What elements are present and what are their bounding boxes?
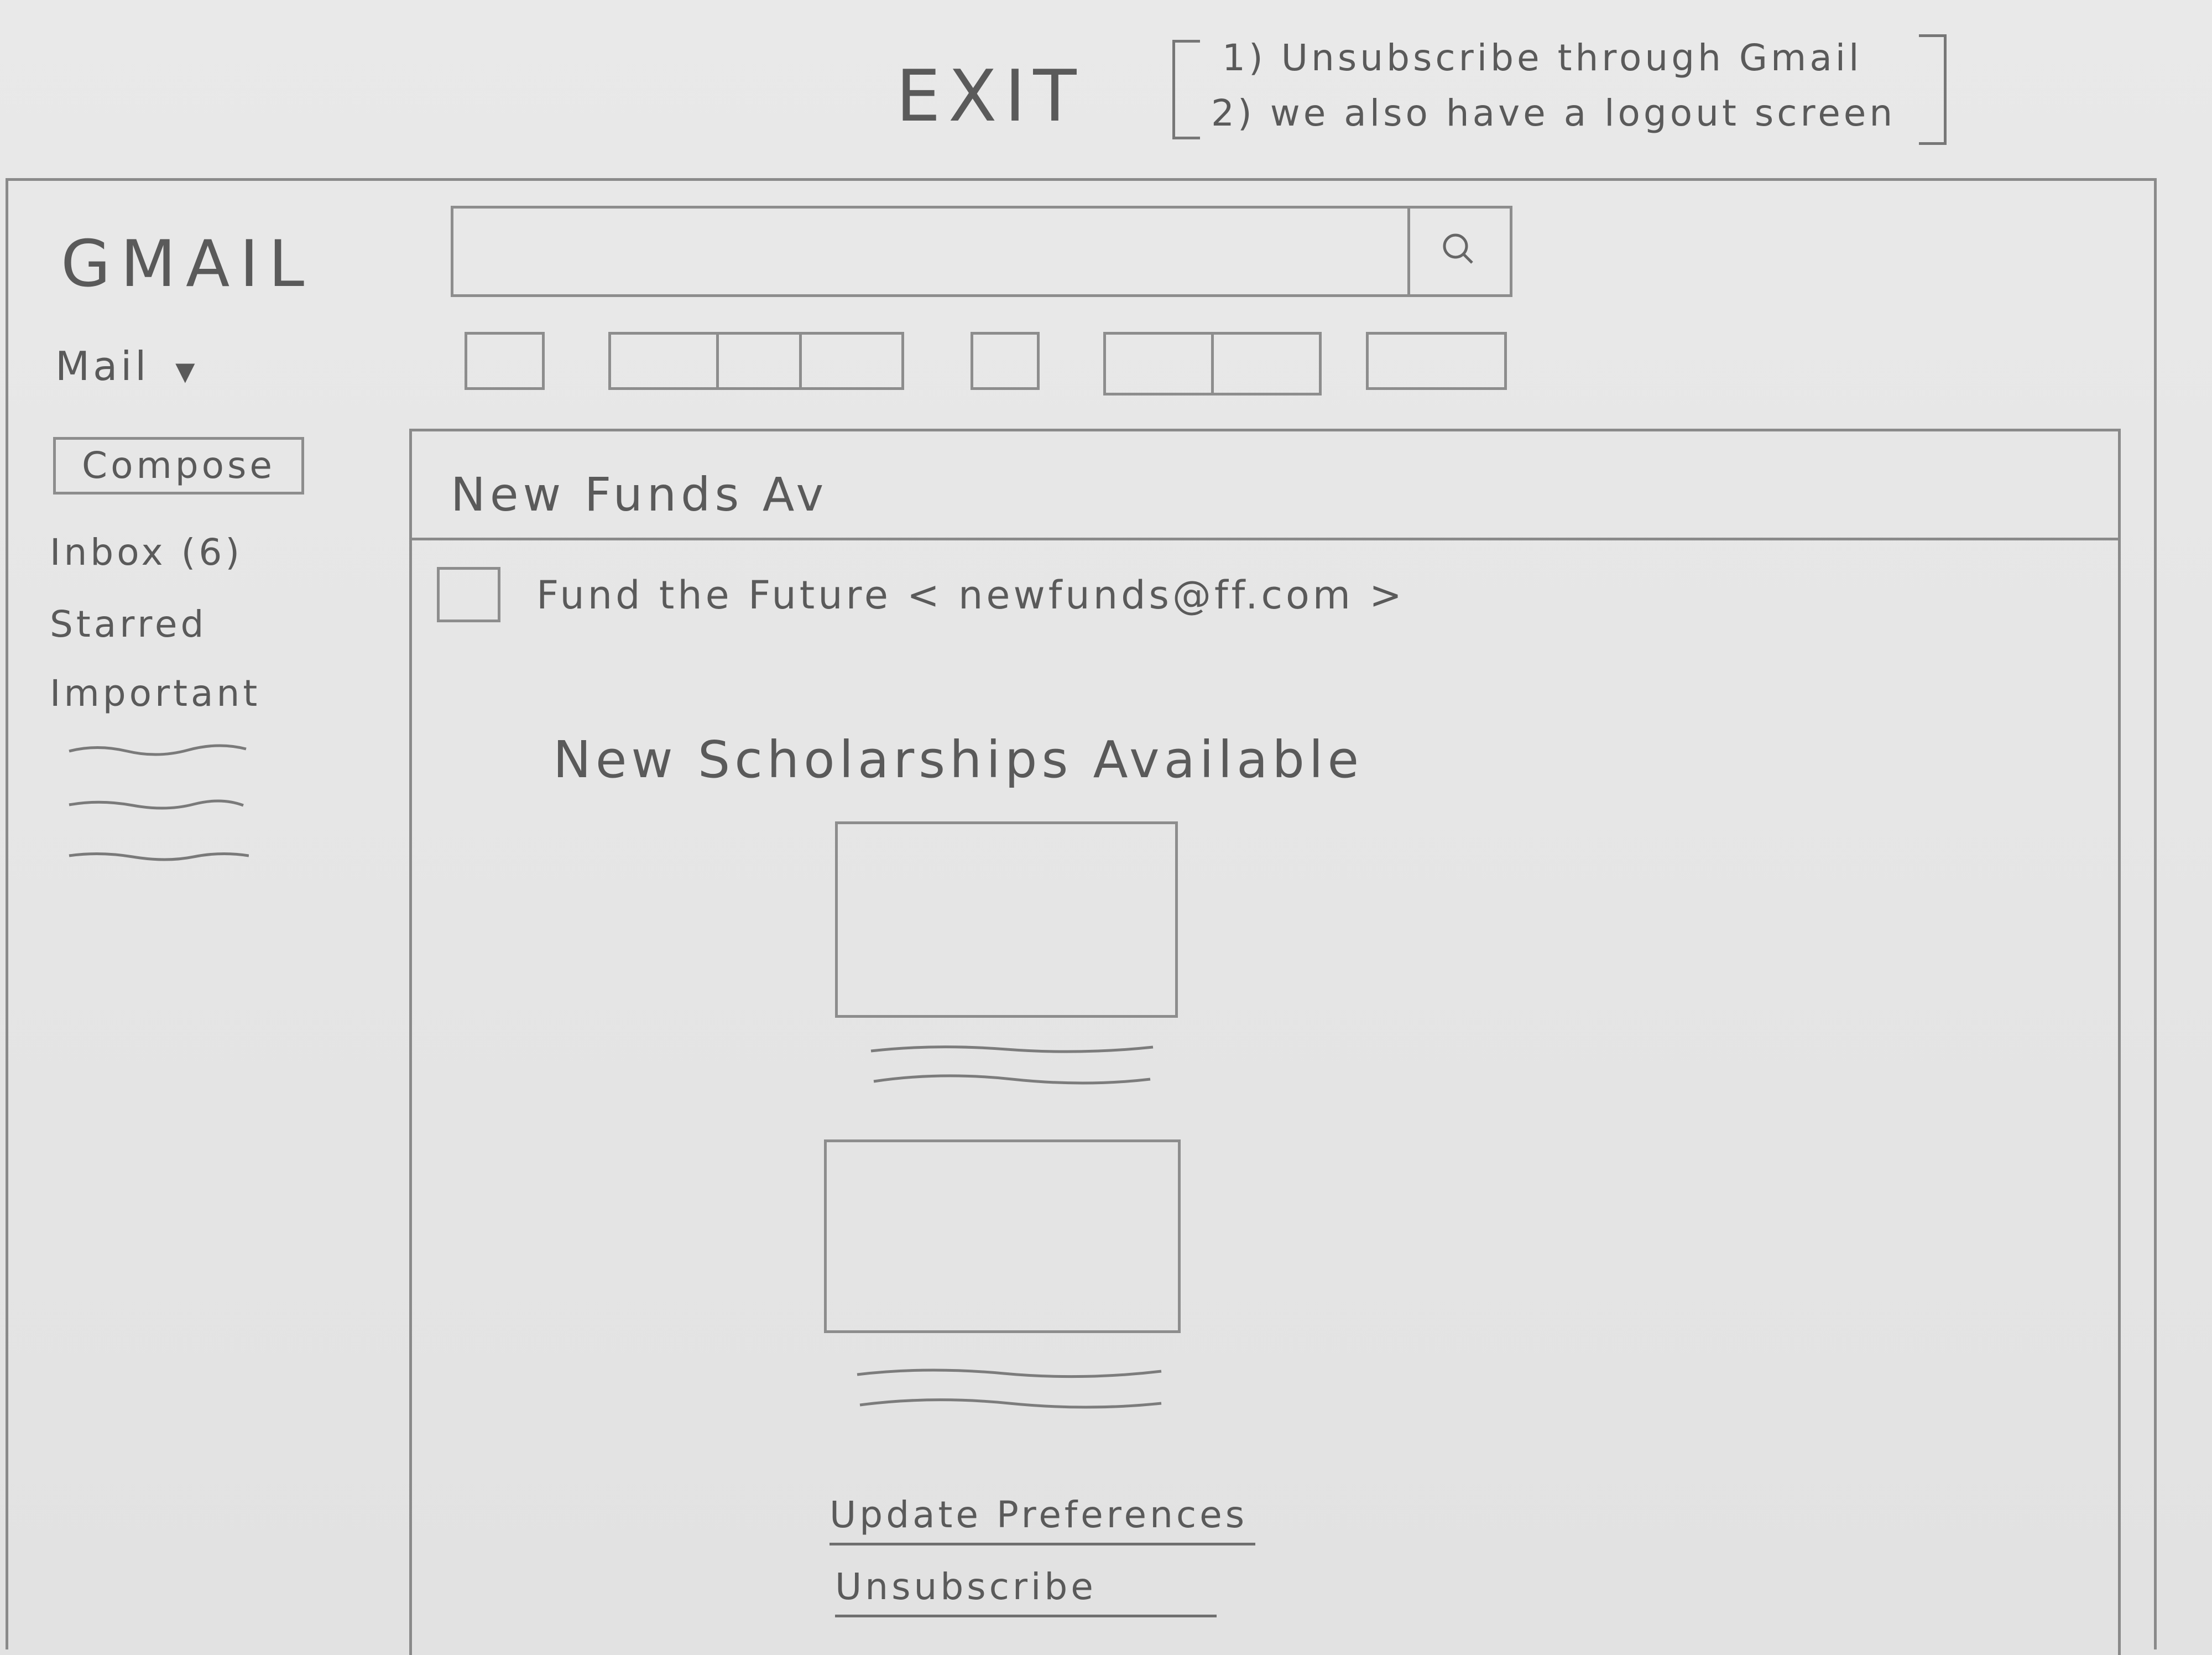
toolbar-button-group [1103,332,1322,395]
email-image [824,1139,1181,1333]
toolbar-button[interactable] [1366,332,1507,390]
note-bracket-left [1172,40,1200,139]
mail-menu[interactable]: Mail ▼ [55,343,199,389]
unsubscribe-link[interactable]: Unsubscribe [835,1565,1217,1617]
toolbar-button[interactable] [1106,335,1211,393]
email-headline: New Scholarships Available [553,730,1364,789]
search-icon [1443,233,1473,264]
email-caption-placeholder [857,1368,1162,1409]
sidebar-item-placeholder[interactable] [66,741,249,758]
sidebar-item-inbox[interactable]: Inbox (6) [50,531,243,574]
mail-menu-label: Mail [55,343,150,389]
update-preferences-link[interactable]: Update Preferences [830,1493,1255,1545]
note-bracket-right [1919,34,1947,145]
select-all-checkbox[interactable] [465,332,545,390]
message-subject: New Funds Av [451,467,828,522]
message-checkbox[interactable] [437,567,500,622]
chevron-down-icon: ▼ [175,356,199,386]
exit-note-1: 1) Unsubscribe through Gmail [1222,37,1863,79]
search-button[interactable] [1407,209,1510,294]
email-image [835,821,1178,1018]
toolbar-button[interactable] [716,335,802,387]
sidebar-item-placeholder[interactable] [66,849,249,866]
search-bar [451,206,1512,297]
toolbar-button[interactable] [611,335,716,387]
exit-note-2: 2) we also have a logout screen [1211,92,1896,134]
sidebar-item-placeholder[interactable] [66,797,249,813]
search-input[interactable] [453,209,1410,294]
email-caption-placeholder [870,1045,1154,1085]
sidebar-item-starred[interactable]: Starred [50,603,207,646]
message-panel [409,429,2121,1655]
toolbar-button[interactable] [799,335,904,387]
toolbar-button[interactable] [971,332,1040,390]
toolbar-button[interactable] [1211,335,1322,393]
gmail-logo: GMAIL [61,227,315,301]
sidebar-item-important[interactable]: Important [50,672,261,715]
subject-divider [412,538,2121,540]
app-frame [6,178,2157,1649]
toolbar-button-group [608,332,904,390]
exit-label: EXIT [896,55,1084,138]
compose-button[interactable]: Compose [53,437,304,495]
message-sender: Fund the Future < newfunds@ff.com > [536,573,1405,618]
